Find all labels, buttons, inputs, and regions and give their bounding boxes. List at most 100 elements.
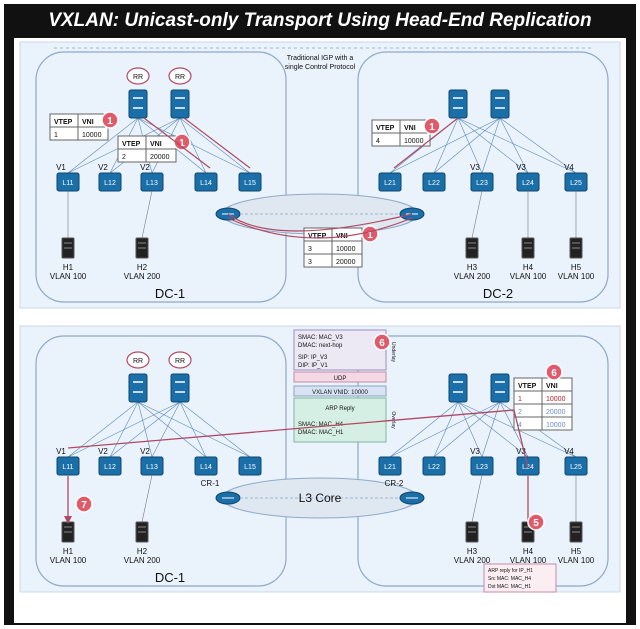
vtep-table-cell: 1	[518, 396, 522, 403]
host-vlan: VLAN 100	[50, 272, 87, 281]
vtep-label: V2	[140, 163, 150, 172]
leaf-switch-icon	[98, 456, 122, 476]
dc2-label: DC-2	[483, 286, 513, 301]
leaf-label: L25	[570, 180, 582, 187]
fabric-link	[179, 117, 207, 174]
fabric-link	[67, 117, 139, 174]
vtep-table-cell: 10000	[404, 138, 424, 145]
step-badge	[423, 117, 441, 135]
fabric-link	[457, 117, 483, 174]
vni-label: VXLAN VNID: 10000	[312, 390, 368, 396]
fabric-link	[137, 401, 251, 458]
vtep-table-header: VTEP	[122, 141, 141, 148]
leaf-label: L21	[384, 180, 396, 187]
fabric-link	[179, 401, 207, 458]
host-vlan: VLAN 200	[124, 556, 161, 565]
spine-body	[448, 89, 468, 119]
dc1-label: DC-1	[155, 286, 185, 301]
leaf-switch-icon	[378, 172, 402, 192]
step-badge-number: 7	[81, 500, 87, 511]
arrow-head	[64, 516, 72, 524]
control-plane-path	[227, 217, 413, 239]
vtep-table-header: VNI	[150, 141, 162, 148]
leaf-label: L24	[522, 180, 534, 187]
leaf-switch-icon	[422, 456, 446, 476]
host-name: H1	[63, 263, 74, 272]
vtep-table-cell: 20000	[546, 409, 566, 416]
control-plane-arrow	[393, 117, 459, 169]
vtep-label: V4	[564, 163, 574, 172]
leaf-label: L22	[428, 180, 440, 187]
leaf-label: L13	[146, 464, 158, 471]
host-vlan: VLAN 100	[510, 556, 547, 565]
underlay-tag: Underlay	[390, 342, 396, 363]
page-title: VXLAN: Unicast-only Transport Using Head…	[48, 10, 592, 31]
step-badge	[101, 111, 119, 129]
leaf-switch-icon	[98, 172, 122, 192]
dc1-boundary	[35, 51, 287, 303]
cr2-label: CR-2	[385, 479, 404, 488]
vtep-table-header: VNI	[404, 125, 416, 132]
l3-core-label: L3 Core	[299, 491, 342, 505]
underlay-text: SMAC: MAC_V3	[298, 335, 343, 341]
host-name: H2	[137, 547, 148, 556]
fabric-link	[433, 401, 501, 458]
rr-bubble	[126, 67, 150, 85]
overlay-text: DMAC: MAC_H1	[298, 430, 344, 436]
vtep-table-cell: 2	[518, 409, 522, 416]
host-link	[141, 190, 153, 239]
fabric-link	[179, 117, 251, 174]
vtep-table-cell: 10000	[546, 422, 566, 429]
leaf-label: L15	[244, 464, 256, 471]
fabric-link	[433, 117, 459, 174]
vtep-table-header: VTEP	[308, 233, 327, 240]
spine-switch-icon	[448, 89, 468, 119]
host-vlan: VLAN 100	[50, 556, 87, 565]
step-badge	[545, 363, 563, 381]
underlay-text: SIP: IP_V3	[298, 355, 328, 361]
vtep-table-header: VTEP	[54, 119, 73, 126]
step-badge-number: 1	[367, 230, 373, 241]
rr-label: RR	[133, 74, 143, 81]
spine-switch-icon	[490, 89, 510, 119]
vtep-table-cell: 2	[122, 154, 126, 161]
leaf-switch-icon	[194, 172, 218, 192]
rr-label: RR	[175, 74, 185, 81]
leaf-label: L11	[62, 464, 73, 471]
vtep-table-cell: 10000	[336, 246, 356, 253]
fabric-link	[499, 117, 529, 174]
step-badge	[173, 133, 191, 151]
fabric-link	[433, 401, 459, 458]
vtep-label: V3	[516, 447, 526, 456]
rr-label: RR	[175, 358, 185, 365]
fabric-link	[457, 117, 577, 174]
dc2-boundary	[357, 335, 609, 587]
leaf-label: L15	[244, 180, 256, 187]
vtep-label: V2	[98, 163, 108, 172]
dc1-label: DC-1	[155, 570, 185, 585]
spine-body	[128, 89, 148, 119]
host-vlan: VLAN 200	[454, 272, 491, 281]
step-badge-number: 6	[551, 368, 557, 379]
vtep-label: V1	[56, 163, 66, 172]
igp-note: single Control Protocol	[285, 64, 356, 71]
host-link	[141, 474, 153, 523]
spine-body	[128, 373, 148, 403]
arp-note-text: ARP reply for IP_H1	[488, 568, 533, 574]
vtep-table-cell: 10000	[546, 396, 566, 403]
control-plane-arrow	[183, 117, 251, 169]
vtep-label: V3	[470, 447, 480, 456]
arp-note-text: Src MAC: MAC_H4	[488, 576, 531, 582]
leaf-label: L21	[384, 464, 396, 471]
fabric-link	[137, 401, 207, 458]
vtep-table-header: VTEP	[376, 125, 395, 132]
leaf-label: L23	[476, 180, 488, 187]
host-name: H5	[571, 547, 582, 556]
host-name: H1	[63, 547, 74, 556]
step-badge-number: 6	[379, 338, 385, 349]
fabric-link	[389, 401, 459, 458]
leaf-label: L25	[570, 464, 582, 471]
vtep-table-header: VNI	[546, 383, 558, 390]
spine-switch-icon	[170, 89, 190, 119]
